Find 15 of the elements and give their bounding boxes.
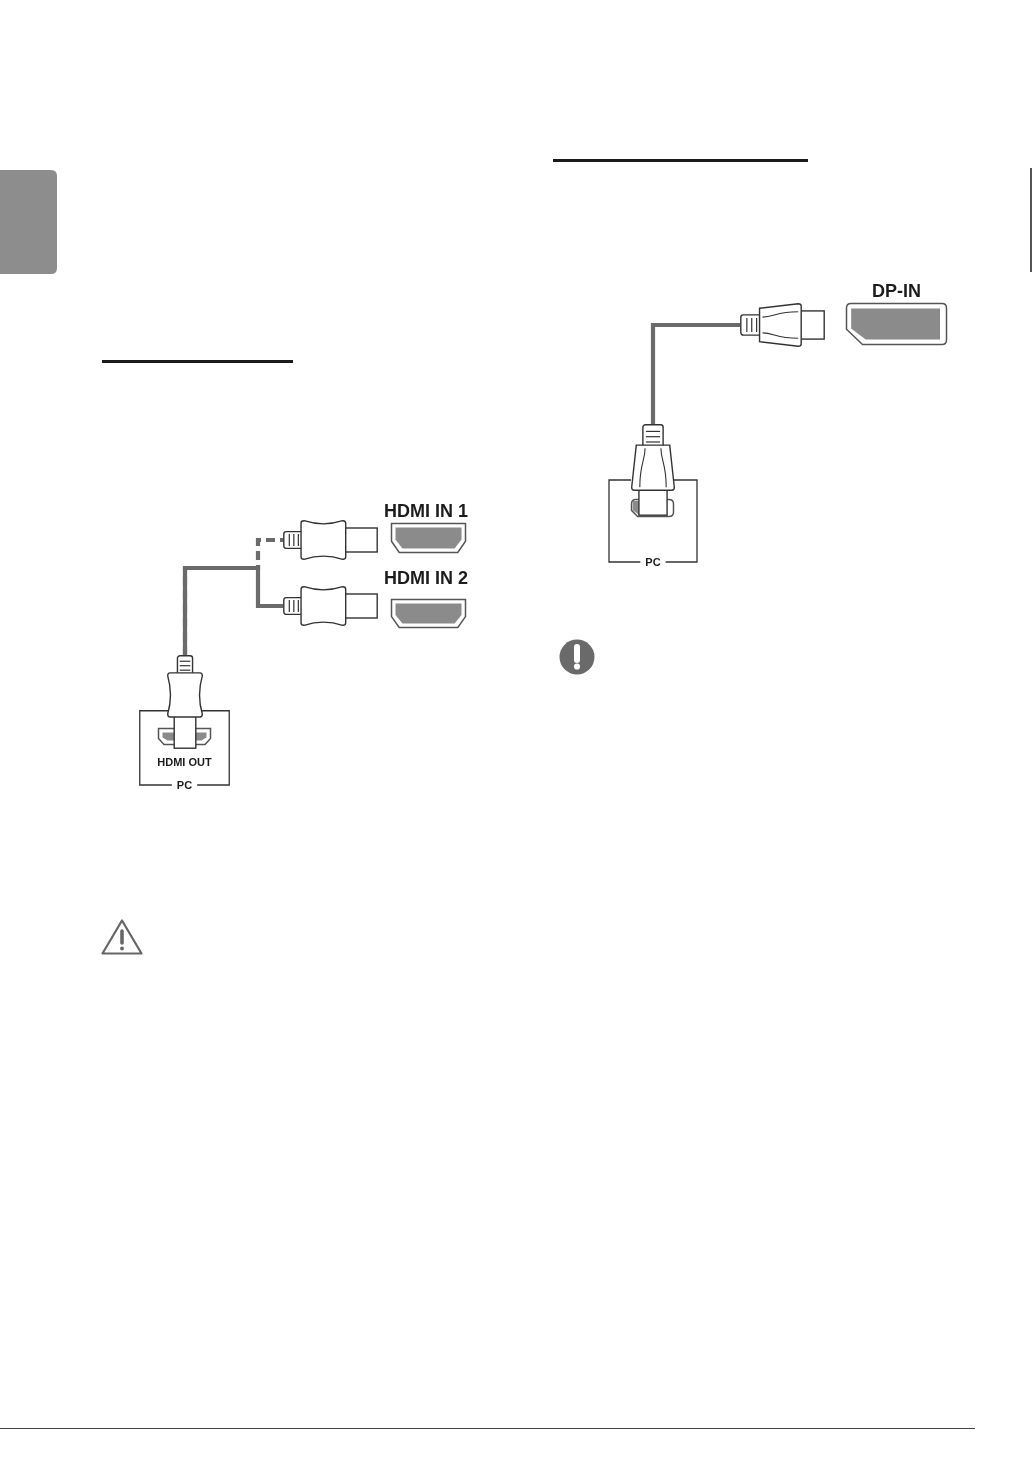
hdmi-plug-icon — [167, 655, 203, 749]
hdmi-plug-icon — [283, 586, 378, 626]
cable — [182, 565, 283, 655]
displayport-plug-icon — [631, 424, 675, 516]
pc-box — [139, 710, 230, 792]
cable — [650, 322, 740, 424]
port-label: HDMI OUT — [157, 757, 212, 768]
port-label: DP-IN — [872, 282, 921, 300]
device-label: PC — [176, 779, 193, 791]
port-label: HDMI IN 1 — [384, 502, 468, 520]
hdmi-plug-icon — [283, 520, 378, 560]
device-label: PC — [645, 556, 661, 568]
displayport-plug-icon — [740, 303, 825, 347]
side-tab — [0, 170, 57, 274]
port-label: HDMI IN 2 — [384, 569, 468, 587]
